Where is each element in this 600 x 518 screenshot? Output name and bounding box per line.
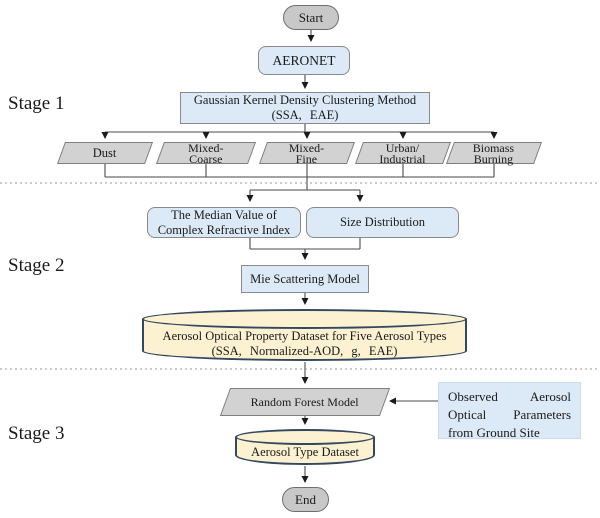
cylinder-top-1 [142,309,467,329]
gaussian-clustering-line2: (SSA, EAE) [271,108,339,122]
random-forest-model-node: Random Forest Model [219,388,391,416]
mixed-fine-label: Mixed- Fine [255,141,358,166]
aerosol-type-dataset-node: Aerosol Type Dataset [235,429,375,465]
end-node: End [282,487,329,512]
biomass-burning-line2: Burning [474,151,514,165]
urban-industrial-line2: Industrial [380,151,426,165]
aerosol-optical-property-dataset-node: Aerosol Optical Property Dataset for Fiv… [142,309,467,361]
mixed-coarse-label: Mixed- Coarse [152,141,260,166]
size-distribution-node: Size Distribution [306,207,459,238]
observed-parameters-node: Observed Aerosol Optical Parameters from… [438,382,581,440]
gaussian-clustering-line1: Gaussian Kernel Density Clustering Metho… [193,93,417,107]
gaussian-clustering-node: Gaussian Kernel Density Clustering Metho… [180,92,430,124]
stage-3-label: Stage 3 [8,423,65,444]
stage-1-label: Stage 1 [8,93,65,114]
median-refractive-index-node: The Median Value of Complex Refractive I… [147,207,301,238]
biomass-burning-label: Biomass Burning [442,141,545,166]
aerosol-type-biomass-burning: Biomass Burning [445,141,543,165]
dataset1-line1: Aerosol Optical Property Dataset for Fiv… [162,329,447,343]
urban-industrial-label: Urban/ Industrial [351,141,454,166]
aerosol-type-mixed-fine: Mixed- Fine [258,141,356,165]
dataset1-line2: (SSA, Normalized-AOD, g, EAE) [211,344,398,358]
dust-label: Dust [93,146,117,160]
stage-2-label: Stage 2 [8,255,65,276]
aeronet-node: AERONET [258,46,350,75]
mie-scattering-model-node: Mie Scattering Model [241,265,369,293]
median-line2: Complex Refractive Index [157,222,291,237]
dataset2-label: Aerosol Type Dataset [251,444,359,459]
random-forest-label: Random Forest Model [251,394,359,409]
mixed-coarse-line2: Coarse [189,151,223,165]
median-line1: The Median Value of [171,208,277,222]
mixed-fine-line2: Fine [296,151,318,165]
aerosol-type-dust: Dust [56,142,154,164]
aerosol-type-urban-industrial: Urban/ Industrial [354,141,452,165]
aerosol-type-mixed-coarse: Mixed- Coarse [155,141,257,165]
cylinder-top-2 [235,429,375,445]
start-node: Start [283,5,339,30]
